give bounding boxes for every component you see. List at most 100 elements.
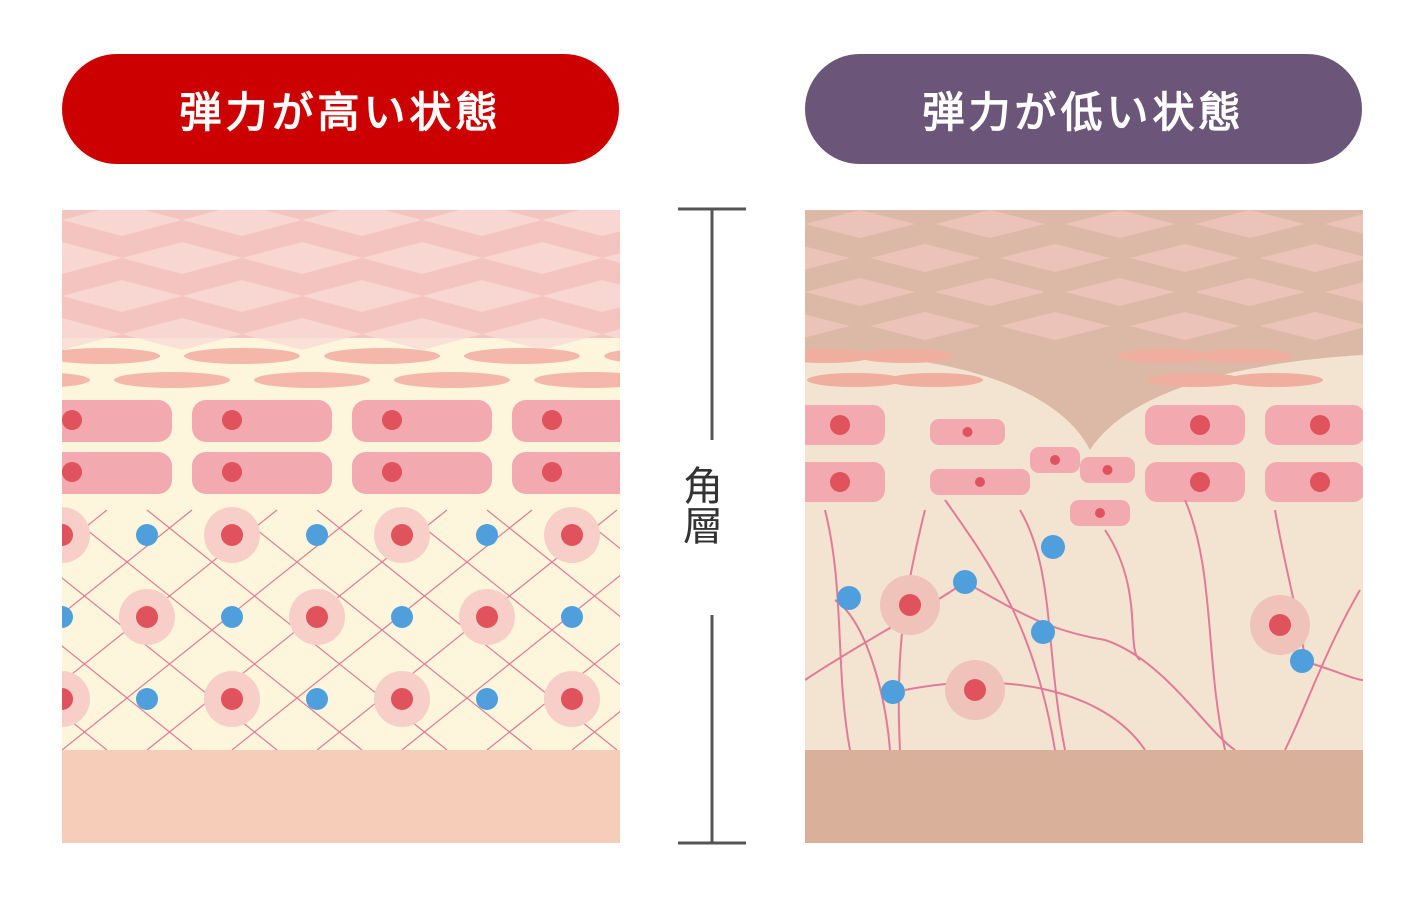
cell-nucleus (62, 410, 82, 430)
elastin-node (837, 586, 861, 610)
flat-cell (62, 373, 90, 387)
fibroblast-nucleus (964, 679, 986, 701)
keratinocyte-cell (192, 452, 332, 494)
elastin-node (306, 524, 328, 546)
elastin-node (136, 688, 158, 710)
layer-label: 角層 (676, 465, 722, 545)
flat-cell (534, 372, 620, 388)
flat-cell (394, 372, 510, 388)
stratum-scale (1000, 312, 1110, 340)
stratum-scale (542, 210, 620, 236)
collagen-fiber (944, 499, 1056, 751)
fibroblast-nucleus (476, 606, 498, 628)
flat-cell (604, 350, 620, 362)
collagen-fiber (904, 681, 1146, 751)
elastin-node (62, 606, 73, 628)
flat-cell (324, 348, 440, 364)
stratum-scale (182, 210, 302, 236)
stratum-scale (1260, 244, 1363, 272)
elastin-node (1290, 649, 1314, 673)
subcutaneous-layer (62, 750, 620, 843)
fibroblast-nucleus (62, 688, 73, 710)
fibroblast-nucleus (391, 688, 413, 710)
stratum-scale (362, 318, 482, 350)
cell-nucleus (1310, 415, 1330, 435)
flat-cell (805, 349, 873, 363)
flat-cell (857, 349, 953, 363)
collagen-fiber (964, 581, 1106, 641)
stratum-scale (422, 280, 542, 312)
stratum-scale (805, 210, 915, 238)
keratinocyte-cell (352, 452, 492, 494)
stratum-scale (242, 242, 362, 274)
fibroblast-nucleus (62, 524, 73, 546)
elastin-node (881, 680, 905, 704)
flat-cell (1117, 349, 1213, 363)
stratum-scale (362, 242, 482, 274)
cell-nucleus (62, 462, 82, 482)
flat-cell (114, 372, 230, 388)
low-elasticity-label: 弾力が低い状態 (805, 54, 1362, 164)
stratum-scale (182, 280, 302, 312)
fibroblast-nucleus (306, 606, 328, 628)
stratum-scale (805, 314, 850, 338)
cell-nucleus (962, 427, 973, 437)
cell-nucleus (1050, 455, 1060, 465)
cell-nucleus (382, 410, 402, 430)
collagen-fiber (1104, 639, 1236, 751)
elastin-node (1041, 535, 1065, 559)
collagen-fiber (62, 509, 363, 751)
fibroblast-nucleus (221, 688, 243, 710)
stratum-scale (602, 253, 620, 263)
stratum-band (62, 210, 620, 338)
stratum-scale (1065, 210, 1175, 238)
stratum-scale (1130, 312, 1240, 340)
high-skin-svg (62, 210, 620, 843)
stratum-scale (870, 312, 980, 340)
stratum-scale (482, 318, 602, 350)
fibroblast-nucleus (561, 524, 583, 546)
flat-cell (254, 372, 370, 388)
cell-nucleus (1310, 472, 1330, 492)
stratum-scale (242, 318, 362, 350)
layer-depth-bracket (678, 207, 746, 845)
cell-nucleus (1095, 508, 1105, 518)
collagen-fiber (824, 509, 851, 751)
stratum-scale (302, 210, 422, 236)
cell-nucleus (1190, 472, 1210, 492)
cell-nucleus (830, 415, 850, 435)
cell-nucleus (830, 472, 850, 492)
cell-nucleus (222, 462, 242, 482)
stratum-scale (542, 280, 620, 312)
stratum-scale (422, 210, 542, 236)
elastin-node (306, 688, 328, 710)
elastin-node (391, 606, 413, 628)
keratinocyte-cell (192, 400, 332, 442)
fibroblast-nucleus (391, 524, 413, 546)
collagen-fiber (486, 509, 620, 618)
stratum-scale (935, 210, 1045, 238)
elastin-node (953, 570, 977, 594)
elastin-node (476, 524, 498, 546)
fibroblast-nucleus (561, 688, 583, 710)
stratum-scale (602, 329, 620, 339)
cell-nucleus (1190, 415, 1210, 435)
stratum-scale (1195, 278, 1305, 306)
subcutaneous-layer (805, 750, 1363, 843)
flat-cell (464, 348, 580, 364)
elastin-node (476, 688, 498, 710)
collagen-fiber (62, 645, 193, 751)
flat-cell (1147, 373, 1243, 387)
flat-cell (62, 348, 160, 364)
stratum-scale (482, 242, 602, 274)
fibroblast-nucleus (1269, 614, 1291, 636)
stratum-scale (935, 278, 1045, 306)
low-elasticity-illustration (805, 210, 1363, 843)
stratum-scale (870, 244, 980, 272)
elastin-node (561, 606, 583, 628)
collagen-fiber (486, 642, 620, 751)
high-elasticity-illustration (62, 210, 620, 843)
stratum-scale (62, 280, 182, 312)
stratum-scale (62, 318, 122, 350)
cell-nucleus (222, 410, 242, 430)
